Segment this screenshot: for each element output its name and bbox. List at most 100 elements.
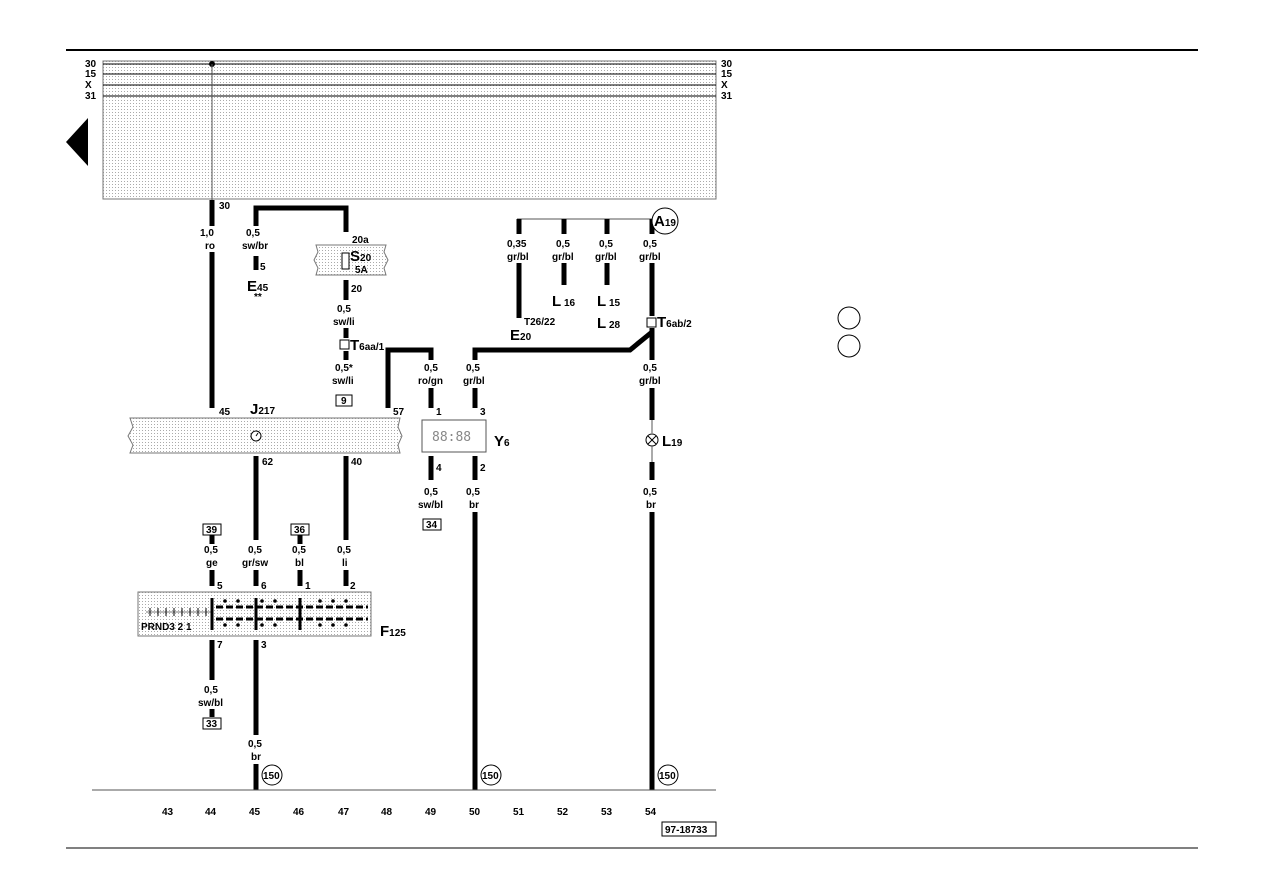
col-43: 43 xyxy=(162,807,174,818)
pin-f2: 2 xyxy=(350,581,356,592)
connector-t6ab-icon xyxy=(646,317,657,328)
bus-panel xyxy=(102,60,717,200)
ground-150-b: 150 xyxy=(482,771,499,782)
size-l19-bot: 0,5 xyxy=(643,487,657,498)
col-46: 46 xyxy=(293,807,305,818)
pin-y6-4: 4 xyxy=(436,463,442,474)
label-l15: L 15 xyxy=(597,293,621,310)
color-s20: sw/li xyxy=(333,317,355,328)
pin-t2622: T26/22 xyxy=(524,317,556,328)
size-a19: 0,5 xyxy=(643,239,657,250)
column-numbers: 43 44 45 46 47 48 49 50 51 52 53 54 xyxy=(162,807,657,818)
color-e45: sw/br xyxy=(242,241,268,252)
label-t6aa: T6aa/1 xyxy=(350,337,385,354)
color-f40: li xyxy=(342,558,348,569)
display-y6 xyxy=(421,419,487,453)
color-f150: br xyxy=(251,752,261,763)
color-l19-bot: br xyxy=(646,500,656,511)
size-l16: 0,5 xyxy=(556,239,570,250)
color-l15: gr/bl xyxy=(595,252,617,263)
color-y6-3: gr/bl xyxy=(463,376,485,387)
pin-45: 45 xyxy=(219,407,231,418)
label-y6: Y6 xyxy=(494,433,510,450)
connector-t6aa-icon xyxy=(339,339,350,350)
color-f62: gr/sw xyxy=(242,558,268,569)
color-l16: gr/bl xyxy=(552,252,574,263)
size-l15: 0,5 xyxy=(599,239,613,250)
color-f39: ge xyxy=(206,558,218,569)
pin-f1: 1 xyxy=(305,581,311,592)
size-f33: 0,5 xyxy=(204,685,218,696)
color-f33: sw/bl xyxy=(198,698,223,709)
switch-dots xyxy=(223,599,348,627)
col-48: 48 xyxy=(381,807,393,818)
ground-marker-150-c xyxy=(657,764,679,786)
pin-20: 20 xyxy=(351,284,363,295)
note-e45: ** xyxy=(254,292,262,303)
color-a19: gr/bl xyxy=(639,252,661,263)
color-t6aa: sw/li xyxy=(332,376,354,387)
label-t6ab: T6ab/2 xyxy=(657,314,692,331)
size-30: 1,0 xyxy=(200,228,214,239)
switch-contacts xyxy=(146,598,302,630)
ref-box-34[interactable] xyxy=(422,518,442,531)
pin-e45-5: 5 xyxy=(260,262,266,273)
ref-33: 33 xyxy=(206,719,218,730)
ref-34: 34 xyxy=(426,520,438,531)
color-y6-2: br xyxy=(469,500,479,511)
size-y6-2: 0,5 xyxy=(466,487,480,498)
pin-62: 62 xyxy=(262,457,274,468)
size-e45: 0,5 xyxy=(246,228,260,239)
color-f36: bl xyxy=(295,558,304,569)
size-f39: 0,5 xyxy=(204,545,218,556)
size-y6-3: 0,5 xyxy=(466,363,480,374)
bus-label-x-r: X xyxy=(721,80,728,91)
size-y6-4: 0,5 xyxy=(424,487,438,498)
ground-marker-150-a xyxy=(261,764,283,786)
col-52: 52 xyxy=(557,807,569,818)
ref-9: 9 xyxy=(341,396,347,407)
pin-f7: 7 xyxy=(217,640,223,651)
pin-20a: 20a xyxy=(352,235,369,246)
color-e20: gr/bl xyxy=(507,252,529,263)
display-value: 88:88 xyxy=(432,430,471,445)
label-e45: E45 xyxy=(247,278,269,295)
color-y6-4: sw/bl xyxy=(418,500,443,511)
col-45: 45 xyxy=(249,807,261,818)
pin-f3: 3 xyxy=(261,640,267,651)
label-a19: A19 xyxy=(654,213,676,230)
ref-box-33[interactable] xyxy=(202,717,222,730)
rating-s20: 5A xyxy=(355,265,368,276)
col-54: 54 xyxy=(645,807,657,818)
ref-box-9[interactable] xyxy=(335,394,353,407)
color-30: ro xyxy=(205,241,215,252)
pin-f5: 5 xyxy=(217,581,223,592)
pin-f6: 6 xyxy=(261,581,267,592)
prev-page-arrow-icon[interactable] xyxy=(66,118,88,166)
pin-40: 40 xyxy=(351,457,363,468)
bus-label-x: X xyxy=(85,80,92,91)
color-l19-top: gr/bl xyxy=(639,376,661,387)
label-j217: J217 xyxy=(250,401,275,418)
pin-30: 30 xyxy=(219,201,231,212)
bus-label-31: 31 xyxy=(85,91,97,102)
col-47: 47 xyxy=(338,807,350,818)
size-f62: 0,5 xyxy=(248,545,262,556)
col-51: 51 xyxy=(513,807,525,818)
fuse-s20 xyxy=(313,244,389,276)
size-s20: 0,5 xyxy=(337,304,351,315)
ground-150-c: 150 xyxy=(659,771,676,782)
ref-36: 36 xyxy=(294,525,306,536)
label-s20: S20 xyxy=(350,248,372,265)
ref-code: 97-18733 xyxy=(665,825,708,836)
bus-label-30-r: 30 xyxy=(721,59,733,70)
ref-code-box xyxy=(661,821,717,837)
pin-y6-2: 2 xyxy=(480,463,486,474)
control-unit-j217 xyxy=(127,417,403,454)
bus-label-15-r: 15 xyxy=(721,69,733,80)
label-f125: F125 xyxy=(380,623,406,640)
marker-a19 xyxy=(651,207,679,235)
label-l16: L 16 xyxy=(552,293,576,310)
pin-57: 57 xyxy=(393,407,405,418)
